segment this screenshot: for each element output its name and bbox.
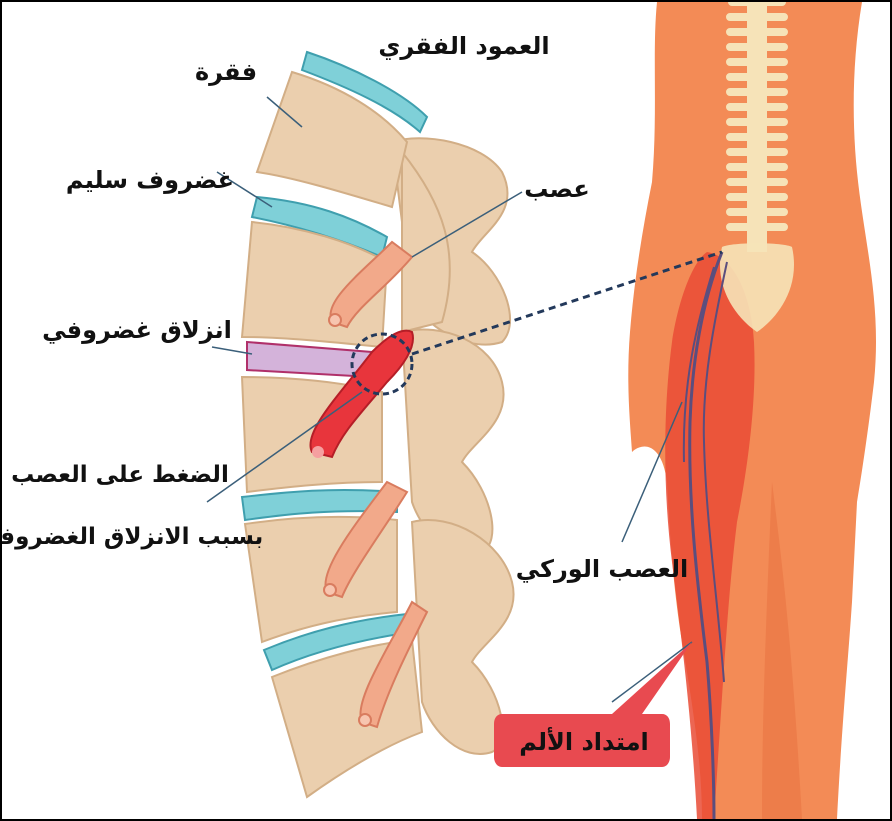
spine-illustration — [242, 52, 514, 797]
healthy-disc-label: غضروف سليم — [66, 166, 234, 194]
pain-spread-label: امتداد الألم — [519, 727, 649, 756]
sciatic-nerve-label: العصب الوركي — [516, 555, 689, 583]
compressed-nerve-end — [312, 446, 324, 458]
herniated-disc-label: انزلاق غضروفي — [42, 316, 232, 344]
pain-spread-badge: امتداد الألم — [494, 642, 692, 767]
spine-label: العمود الفقري — [378, 32, 549, 60]
compression-label-line1: الضغط على العصب — [11, 462, 229, 488]
vertebra-label: فقرة — [195, 58, 257, 86]
nerve-label: عصب — [524, 175, 589, 203]
compression-label-line2: بسبب الانزلاق الغضروفي — [2, 524, 263, 550]
